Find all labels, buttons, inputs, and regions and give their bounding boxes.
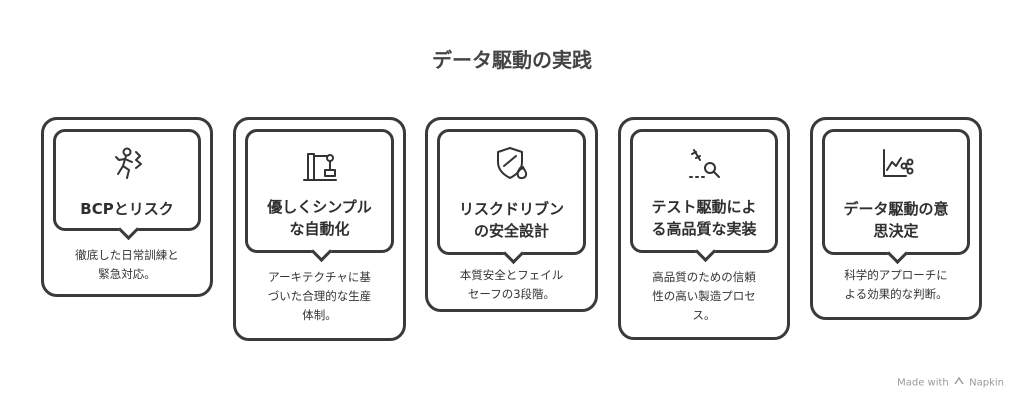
card-data-driven-decision: データ駆動の意 思決定 科学的アプローチに よる効果的な判断。: [810, 117, 982, 320]
card-header: BCPとリスク: [53, 129, 201, 231]
made-with-napkin[interactable]: Made with Napkin: [897, 376, 1004, 389]
napkin-logo-icon: [954, 376, 964, 389]
card-header: リスクドリブン の安全設計: [437, 129, 586, 255]
card-heading: 優しくシンプル な自動化: [267, 198, 372, 238]
card-description: アーキテクチャに基 づいた合理的な生産 体制。: [267, 270, 372, 322]
shield-fire-icon: [492, 144, 532, 184]
card-description: 本質安全とフェイル セーフの3段階。: [459, 268, 564, 301]
card-risk-driven-safety: リスクドリブン の安全設計 本質安全とフェイル セーフの3段階。: [425, 117, 598, 312]
card-heading: BCPとリスク: [80, 200, 174, 218]
card-heading: リスクドリブン の安全設計: [458, 200, 564, 240]
person-running-icon: [107, 144, 147, 184]
card-bcp-risk: BCPとリスク 徹底した日常訓練と 緊急対応。: [41, 117, 213, 297]
card-description: 科学的アプローチに よる効果的な判断。: [844, 268, 948, 301]
card-description: 高品質のための信頼 性の高い製造プロセ ス。: [652, 270, 756, 322]
napkin-brand: Napkin: [969, 377, 1004, 389]
chart-share-icon: [876, 144, 916, 184]
page-title: データ駆動の実践: [432, 48, 592, 72]
card-automation: 優しくシンプル な自動化 アーキテクチャに基 づいた合理的な生産 体制。: [233, 117, 406, 341]
made-with-label: Made with: [897, 377, 949, 389]
bug-search-icon: [684, 144, 724, 184]
card-header: データ駆動の意 思決定: [822, 129, 970, 255]
card-header: 優しくシンプル な自動化: [245, 129, 394, 253]
card-header: テスト駆動によ る高品質な実装: [630, 129, 778, 253]
card-heading: データ駆動の意 思決定: [843, 200, 949, 240]
card-description: 徹底した日常訓練と 緊急対応。: [75, 248, 179, 281]
card-test-driven: テスト駆動によ る高品質な実装 高品質のための信頼 性の高い製造プロセ ス。: [618, 117, 790, 340]
card-heading: テスト駆動によ る高品質な実装: [651, 198, 757, 238]
robot-arm-icon: [300, 144, 340, 184]
